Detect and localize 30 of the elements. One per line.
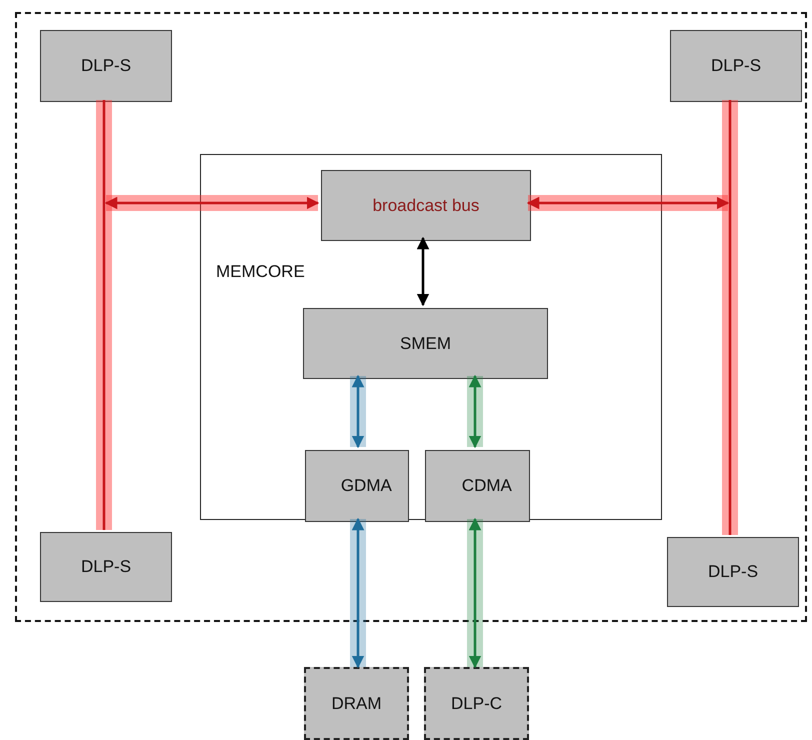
connector-arrow	[467, 518, 483, 668]
block-box	[303, 308, 548, 379]
block-label: DLP-S	[710, 56, 762, 76]
block-label: DLP-C	[451, 694, 502, 714]
connector-arrow	[350, 374, 366, 448]
block-box	[667, 537, 799, 607]
system-boundary	[15, 12, 807, 622]
connector-arrow	[104, 195, 320, 211]
block-label: CDMA	[462, 476, 512, 496]
block-box	[305, 450, 409, 522]
block-label: DLP-S	[80, 557, 132, 577]
block-label: broadcast bus	[372, 196, 480, 216]
external-block-box	[424, 667, 529, 740]
connector-arrow	[416, 236, 430, 306]
block-label: SMEM	[400, 334, 451, 354]
block-label: GDMA	[340, 476, 392, 496]
connector-arrow	[350, 518, 366, 668]
block-box	[670, 30, 802, 102]
block-box	[425, 450, 530, 522]
core-frame	[200, 154, 662, 520]
block-label: DLP-S	[80, 56, 132, 76]
block-box	[40, 30, 172, 102]
block-heading: MEMCORE	[216, 262, 305, 282]
block-box	[321, 170, 531, 241]
external-block-box	[304, 667, 409, 740]
block-label: DRAM	[331, 694, 382, 714]
connector-arrow	[526, 195, 730, 211]
block-box	[40, 532, 172, 602]
connector-arrow	[467, 374, 483, 448]
block-label: DLP-S	[708, 562, 758, 582]
